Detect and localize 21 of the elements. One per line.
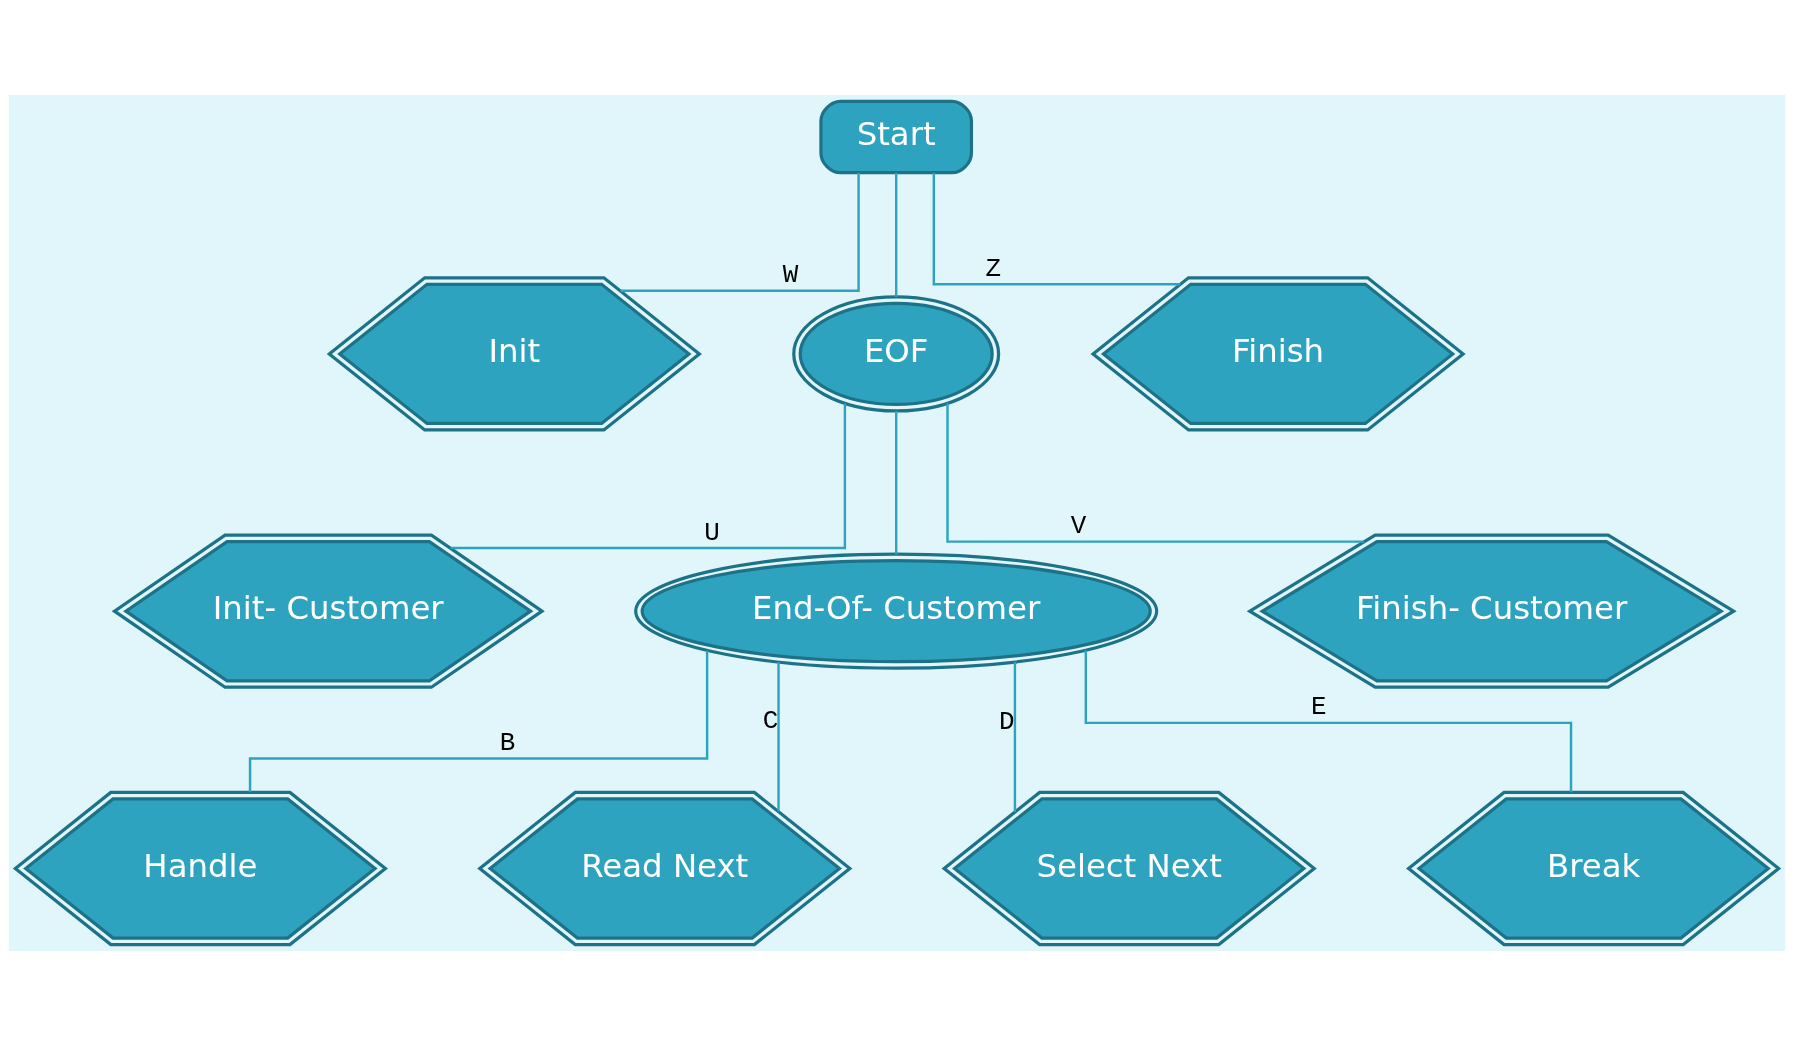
edge-label: V: [1070, 511, 1087, 542]
edge-label: E: [1310, 692, 1327, 723]
edge-label: U: [704, 517, 720, 548]
connector: [932, 172, 1181, 286]
connector: [946, 403, 1365, 543]
edge-label: B: [499, 728, 516, 759]
connector: [620, 172, 860, 292]
node-ellipse: EOF: [792, 295, 1001, 413]
connector: [1084, 650, 1573, 793]
node-box: Start: [819, 99, 974, 175]
connector: [894, 411, 898, 555]
edge-label: D: [999, 706, 1015, 737]
connector: [248, 650, 709, 793]
connector: [450, 403, 847, 550]
edge-label: C: [762, 706, 779, 737]
connector: [1013, 662, 1017, 812]
connector: [894, 172, 898, 297]
node-ellipse: End-Of- Customer: [634, 552, 1159, 670]
edge-label: Z: [985, 253, 1001, 284]
connector: [777, 662, 780, 812]
edge-label: W: [782, 260, 799, 291]
